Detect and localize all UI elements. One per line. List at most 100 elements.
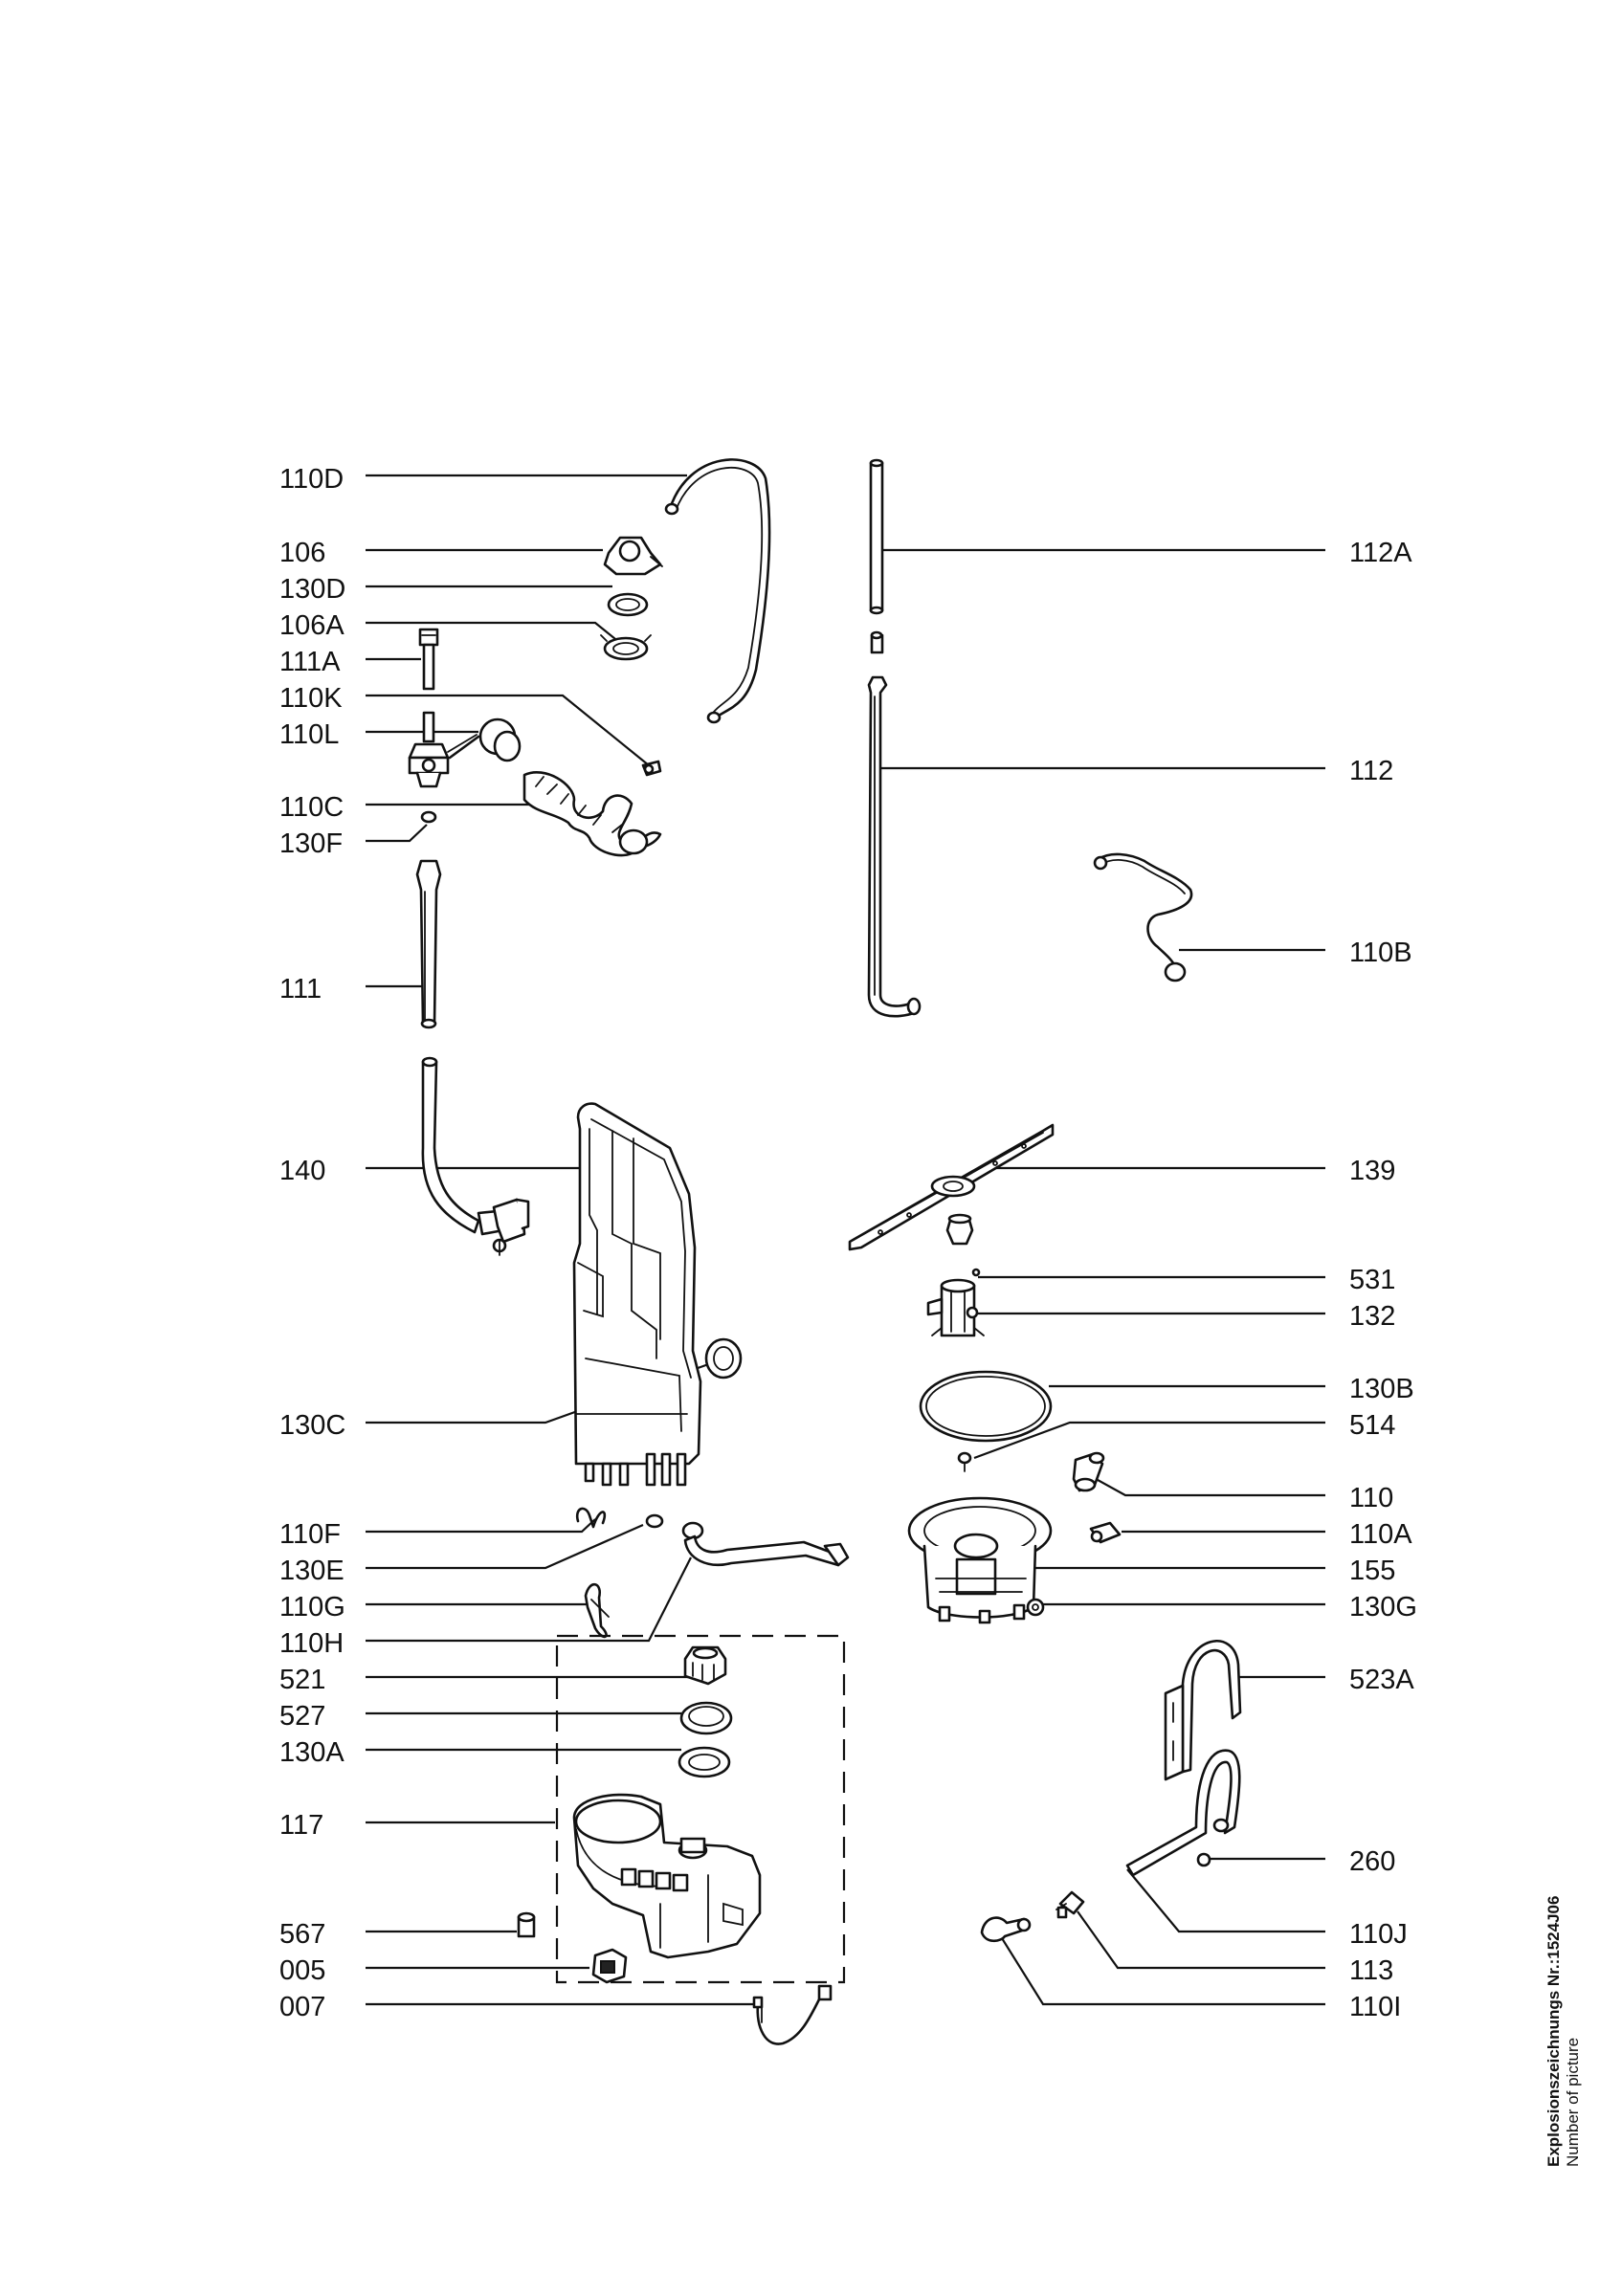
label-130B: 130B bbox=[1349, 1374, 1414, 1404]
label-005: 005 bbox=[279, 1955, 325, 1986]
part-112-pipe bbox=[867, 675, 922, 1018]
group-117-dashed-box bbox=[555, 1634, 846, 1984]
part-139-spray-arm bbox=[848, 1123, 1055, 1251]
label-139: 139 bbox=[1349, 1156, 1395, 1186]
part-531-hub bbox=[945, 1213, 981, 1277]
part-005-switch bbox=[591, 1948, 628, 1984]
part-527-ring bbox=[679, 1701, 733, 1735]
left-leader-lines bbox=[366, 474, 756, 2006]
drawing-caption: Number of picture bbox=[1564, 2037, 1582, 2167]
leader-106A bbox=[366, 621, 621, 644]
leader-110I bbox=[996, 1930, 1325, 2006]
drawing-number-block: Explosionszeichnungs Nr.:1524J06 Number … bbox=[1544, 1895, 1611, 2167]
leader-110H bbox=[366, 1556, 692, 1643]
label-521: 521 bbox=[279, 1665, 325, 1695]
part-140-hose bbox=[421, 1056, 530, 1256]
label-117: 117 bbox=[279, 1810, 323, 1841]
part-110H-pipe bbox=[681, 1521, 850, 1567]
label-531: 531 bbox=[1349, 1265, 1395, 1295]
label-260: 260 bbox=[1349, 1846, 1395, 1877]
leader-110 bbox=[1088, 1474, 1325, 1497]
label-523A: 523A bbox=[1349, 1665, 1414, 1695]
part-112-coupling bbox=[870, 630, 884, 654]
label-130E: 130E bbox=[279, 1556, 344, 1586]
part-567-cylinder bbox=[517, 1911, 536, 1938]
label-132: 132 bbox=[1349, 1301, 1395, 1332]
label-110G: 110G bbox=[279, 1592, 345, 1623]
part-132-bearing bbox=[926, 1278, 985, 1337]
leader-514 bbox=[973, 1421, 1325, 1460]
label-106A: 106A bbox=[279, 610, 344, 641]
leader-110F bbox=[366, 1518, 596, 1534]
part-110-nozzle bbox=[1072, 1451, 1105, 1492]
part-111-pipe bbox=[415, 859, 442, 1029]
label-113: 113 bbox=[1349, 1955, 1393, 1986]
label-110B: 110B bbox=[1349, 938, 1412, 968]
label-110L: 110L bbox=[279, 719, 339, 750]
label-110A: 110A bbox=[1349, 1519, 1412, 1550]
part-112A-pipe bbox=[869, 458, 884, 615]
label-130C: 130C bbox=[279, 1410, 345, 1441]
part-130A-seal bbox=[678, 1746, 731, 1778]
part-155-sump bbox=[907, 1496, 1053, 1624]
leader-130F bbox=[366, 824, 428, 843]
part-111A-stem bbox=[418, 628, 439, 691]
label-110C: 110C bbox=[279, 792, 344, 823]
part-106-valve-cap bbox=[603, 536, 663, 576]
part-110J-hose bbox=[1125, 1749, 1241, 1877]
label-110F: 110F bbox=[279, 1519, 341, 1550]
label-106: 106 bbox=[279, 538, 325, 568]
part-521-cap bbox=[683, 1645, 727, 1686]
part-007-cable bbox=[752, 1984, 833, 2045]
label-567: 567 bbox=[279, 1919, 325, 1950]
right-leader-lines bbox=[877, 548, 1325, 2006]
part-260-clip bbox=[1196, 1852, 1211, 1867]
label-110: 110 bbox=[1349, 1483, 1393, 1513]
part-130E-ring bbox=[645, 1513, 664, 1529]
part-110D-hose bbox=[664, 458, 771, 724]
label-111: 111 bbox=[279, 974, 322, 1004]
label-111A: 111A bbox=[279, 647, 341, 677]
label-130F: 130F bbox=[279, 828, 343, 859]
label-007: 007 bbox=[279, 1992, 325, 2022]
leader-110K bbox=[366, 694, 650, 766]
leader-113 bbox=[1077, 1910, 1325, 1970]
label-112: 112 bbox=[1349, 756, 1393, 786]
part-110G-clip bbox=[584, 1582, 610, 1639]
label-110D: 110D bbox=[279, 464, 344, 495]
part-113-valve bbox=[1055, 1890, 1085, 1919]
leader-110J bbox=[1126, 1868, 1325, 1933]
left-labels: 110D 106 130D 106A 111A 110K 110L 110C 1… bbox=[279, 464, 345, 2022]
part-117-container bbox=[572, 1793, 762, 1959]
label-112A: 112A bbox=[1349, 538, 1412, 568]
label-110H: 110H bbox=[279, 1628, 344, 1659]
part-514-screw bbox=[957, 1451, 972, 1472]
part-130C-panel bbox=[572, 1102, 743, 1487]
part-106A-clip bbox=[600, 634, 652, 661]
label-130D: 130D bbox=[279, 574, 345, 605]
part-130B-ring bbox=[919, 1370, 1053, 1443]
part-110B-pipe bbox=[1093, 852, 1193, 982]
label-130A: 130A bbox=[279, 1737, 344, 1768]
part-110I-clamp bbox=[980, 1916, 1032, 1943]
label-110J: 110J bbox=[1349, 1919, 1408, 1950]
part-130F-seal bbox=[420, 810, 437, 824]
part-110F-hook bbox=[575, 1507, 607, 1529]
part-130G-oring bbox=[1026, 1598, 1045, 1617]
label-527: 527 bbox=[279, 1701, 325, 1732]
part-110K-clip bbox=[641, 760, 662, 777]
label-110I: 110I bbox=[1349, 1992, 1401, 2022]
leader-130E bbox=[366, 1523, 644, 1570]
part-110A-connector bbox=[1089, 1521, 1122, 1544]
part-110L-valve bbox=[408, 711, 522, 788]
label-155: 155 bbox=[1349, 1556, 1395, 1586]
label-514: 514 bbox=[1349, 1410, 1395, 1441]
label-110K: 110K bbox=[279, 683, 343, 714]
drawing-number: Explosionszeichnungs Nr.:1524J06 bbox=[1544, 1895, 1563, 2167]
label-130G: 130G bbox=[1349, 1592, 1417, 1623]
label-140: 140 bbox=[279, 1156, 325, 1186]
part-130D-ring bbox=[607, 592, 649, 617]
part-110C-hose bbox=[522, 771, 662, 857]
part-523A-bracket bbox=[1164, 1640, 1242, 1781]
